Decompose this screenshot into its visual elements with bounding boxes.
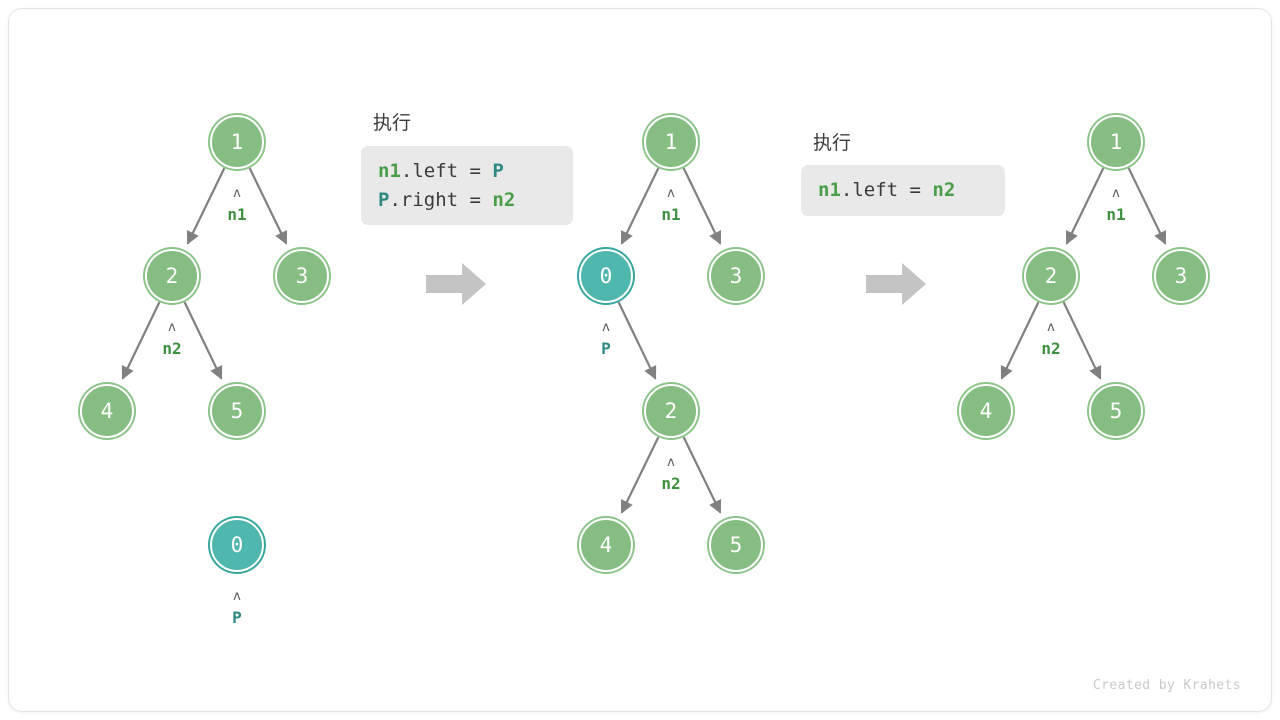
caret-icon: ʌ <box>667 455 675 470</box>
tree-node-3: 3 <box>275 249 329 303</box>
tree-edge <box>186 167 226 245</box>
transition-arrow-icon <box>864 261 928 311</box>
tree-edge <box>682 436 722 514</box>
tree-node-0: 0 <box>210 518 264 572</box>
tree-edge <box>617 301 657 380</box>
tree-node-4: 4 <box>579 518 633 572</box>
code-line: n1.left = P <box>378 157 556 186</box>
pointer-label-n1: ʌ n1 <box>1106 187 1125 223</box>
tree-edge <box>121 301 161 380</box>
tree-node-2: 2 <box>1024 249 1078 303</box>
tree-node-4: 4 <box>959 384 1013 438</box>
tree-edge <box>620 167 660 245</box>
tree-node-3: 3 <box>709 249 763 303</box>
code-token: n1 <box>378 160 401 182</box>
tree-edge <box>1065 167 1105 245</box>
tree-node-5: 5 <box>1089 384 1143 438</box>
pointer-label-n1: ʌ n1 <box>661 187 680 223</box>
code-token: .left = <box>400 160 493 182</box>
code-token: n2 <box>932 179 956 201</box>
tree-node-0: 0 <box>579 249 633 303</box>
tree-node-5: 5 <box>210 384 264 438</box>
code-token: .left = <box>840 179 933 201</box>
tree-node-1: 1 <box>210 115 264 169</box>
pointer-name: n1 <box>1106 205 1126 224</box>
pointer-name: P <box>232 608 242 627</box>
tree-node-1: 1 <box>1089 115 1143 169</box>
tree-edge <box>1062 301 1102 380</box>
transition-arrow-icon <box>424 261 488 311</box>
tree-edge <box>183 301 223 380</box>
caret-icon: ʌ <box>1047 320 1055 335</box>
pointer-name: n2 <box>661 474 681 493</box>
tree-node-2: 2 <box>644 384 698 438</box>
tree-edge <box>620 436 660 514</box>
tree-node-1: 1 <box>644 115 698 169</box>
tree-node-4: 4 <box>80 384 134 438</box>
code-token: P <box>492 160 504 182</box>
pointer-label-n2: ʌ n2 <box>661 456 680 492</box>
caret-icon: ʌ <box>233 186 241 201</box>
tree-edge <box>248 167 288 245</box>
step-caption: 执行 <box>813 132 852 154</box>
code-snippet: n1.left = n2 <box>801 165 1005 216</box>
pointer-name: n1 <box>661 205 681 224</box>
caret-icon: ʌ <box>168 320 176 335</box>
caret-icon: ʌ <box>233 589 241 604</box>
caret-icon: ʌ <box>1112 186 1120 201</box>
code-token: .right = <box>389 188 493 211</box>
credit-text: Created by Krahets <box>1092 678 1241 693</box>
pointer-name: P <box>601 339 611 358</box>
tree-edge <box>1000 301 1040 380</box>
code-token: n1 <box>818 179 841 201</box>
code-token: P <box>378 188 390 211</box>
pointer-label-n2: ʌ n2 <box>162 321 181 357</box>
caret-icon: ʌ <box>667 186 675 201</box>
code-line: P.right = n2 <box>378 186 556 215</box>
pointer-name: n2 <box>162 339 182 358</box>
pointer-label-n2: ʌ n2 <box>1041 321 1060 357</box>
code-line: n1.left = n2 <box>818 176 988 205</box>
tree-node-5: 5 <box>709 518 763 572</box>
pointer-name: n1 <box>227 205 247 224</box>
tree-node-3: 3 <box>1154 249 1208 303</box>
code-token: n2 <box>492 188 516 211</box>
tree-edge <box>682 167 722 245</box>
tree-node-2: 2 <box>145 249 199 303</box>
tree-edges-layer <box>121 167 1167 514</box>
tree-edge <box>1127 167 1167 245</box>
caret-icon: ʌ <box>602 320 610 335</box>
step-caption: 执行 <box>373 112 412 134</box>
pointer-name: n2 <box>1041 339 1061 358</box>
pointer-label-n1: ʌ n1 <box>227 187 246 223</box>
